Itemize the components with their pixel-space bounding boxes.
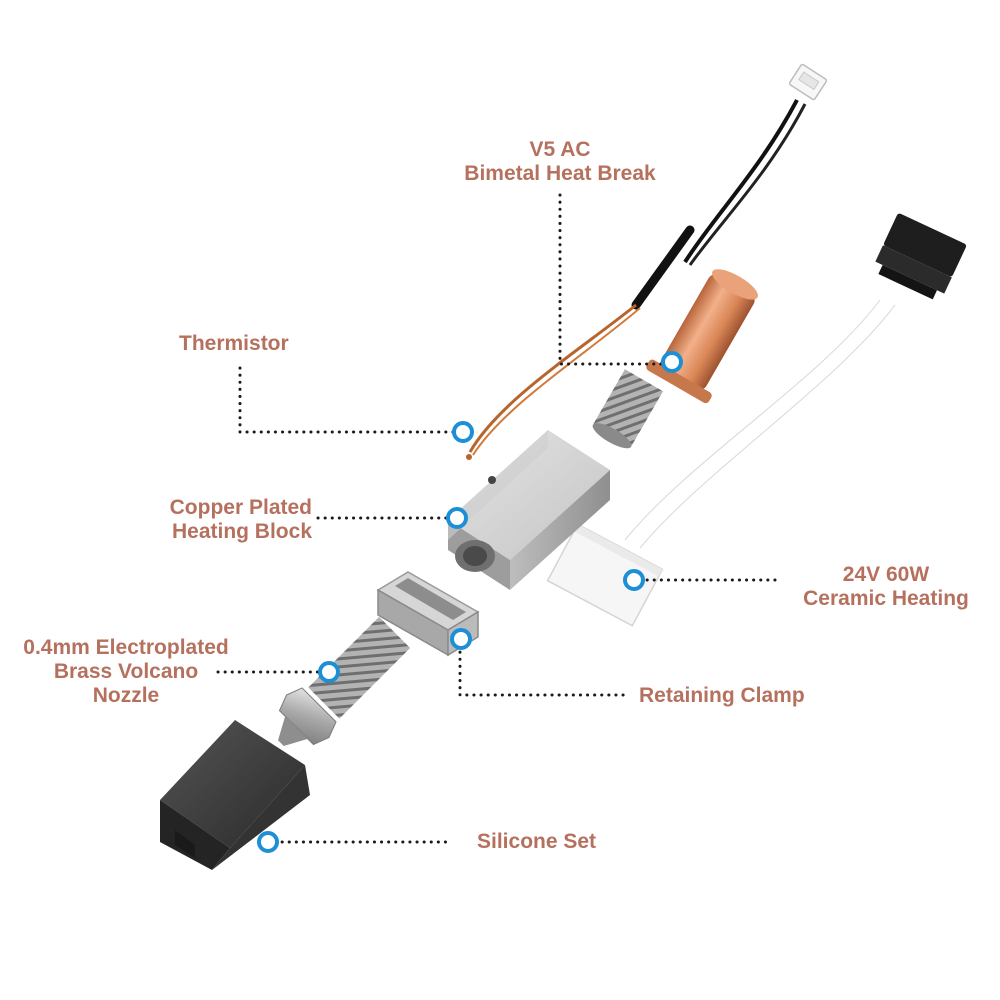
callout-markers: [257, 351, 683, 853]
callout-ring-icon[interactable]: [661, 351, 683, 373]
heater-cable: [624, 299, 881, 541]
label-nozzle-line1: 0.4mm Electroplated: [23, 636, 229, 659]
label-heating-block-line1: Copper Plated: [169, 496, 312, 519]
thermistor-cable: [683, 99, 799, 264]
thermistor-assembly: [466, 63, 828, 460]
leader-line-retaining-clamp: [458, 643, 627, 697]
leader-line-thermistor: [238, 366, 457, 434]
thermistor-lead: [472, 307, 641, 456]
silicone-set-part: [160, 720, 310, 870]
callout-ring-icon[interactable]: [257, 831, 279, 853]
label-ceramic-heating: 24V 60W Ceramic Heating: [786, 563, 986, 611]
label-heat-break-line2: Bimetal Heat Break: [464, 162, 656, 185]
heat-break-part: [592, 269, 758, 449]
heater-cartridge-assembly: [546, 213, 967, 627]
heater-cable: [639, 304, 896, 549]
retaining-clamp-part: [376, 571, 480, 657]
label-silicone-set-line1: Silicone Set: [477, 830, 597, 853]
leader-lines: [216, 193, 782, 844]
thermistor-sleeve: [631, 225, 695, 310]
label-ceramic-heating-line1: 24V 60W: [842, 563, 930, 586]
callout-ring-icon[interactable]: [450, 628, 472, 650]
ceramic-heater-plate: [546, 523, 664, 627]
nozzle-part: [278, 616, 411, 746]
callout-ring-icon[interactable]: [318, 661, 340, 683]
callout-ring-icon[interactable]: [446, 507, 468, 529]
label-heating-block: Copper Plated Heating Block: [110, 496, 312, 544]
label-retaining-clamp: Retaining Clamp: [639, 684, 805, 708]
label-thermistor-line1: Thermistor: [179, 332, 289, 355]
label-retaining-clamp-line1: Retaining Clamp: [639, 684, 805, 707]
thermistor-lead: [468, 303, 637, 453]
callout-ring-icon[interactable]: [452, 421, 474, 443]
label-thermistor: Thermistor: [179, 332, 289, 356]
label-nozzle-line2: Brass Volcano: [53, 660, 199, 683]
label-nozzle-line3: Nozzle: [92, 684, 160, 707]
leader-line-heat-break: [558, 193, 670, 366]
label-heat-break: V5 AC Bimetal Heat Break: [440, 138, 680, 186]
thermistor-bead: [466, 454, 472, 460]
heater-connector: [875, 213, 967, 300]
label-ceramic-heating-line2: Ceramic Heating: [803, 587, 969, 610]
heating-block-part: [448, 430, 610, 590]
label-nozzle: 0.4mm Electroplated Brass Volcano Nozzle: [6, 636, 246, 708]
label-heat-break-line1: V5 AC: [529, 138, 591, 161]
jst-connector-icon: [788, 63, 828, 101]
thermistor-cable: [688, 103, 807, 266]
label-silicone-set: Silicone Set: [477, 830, 596, 854]
label-heating-block-line2: Heating Block: [171, 520, 312, 543]
heater-cable: [622, 298, 883, 542]
callout-ring-icon[interactable]: [623, 569, 645, 591]
